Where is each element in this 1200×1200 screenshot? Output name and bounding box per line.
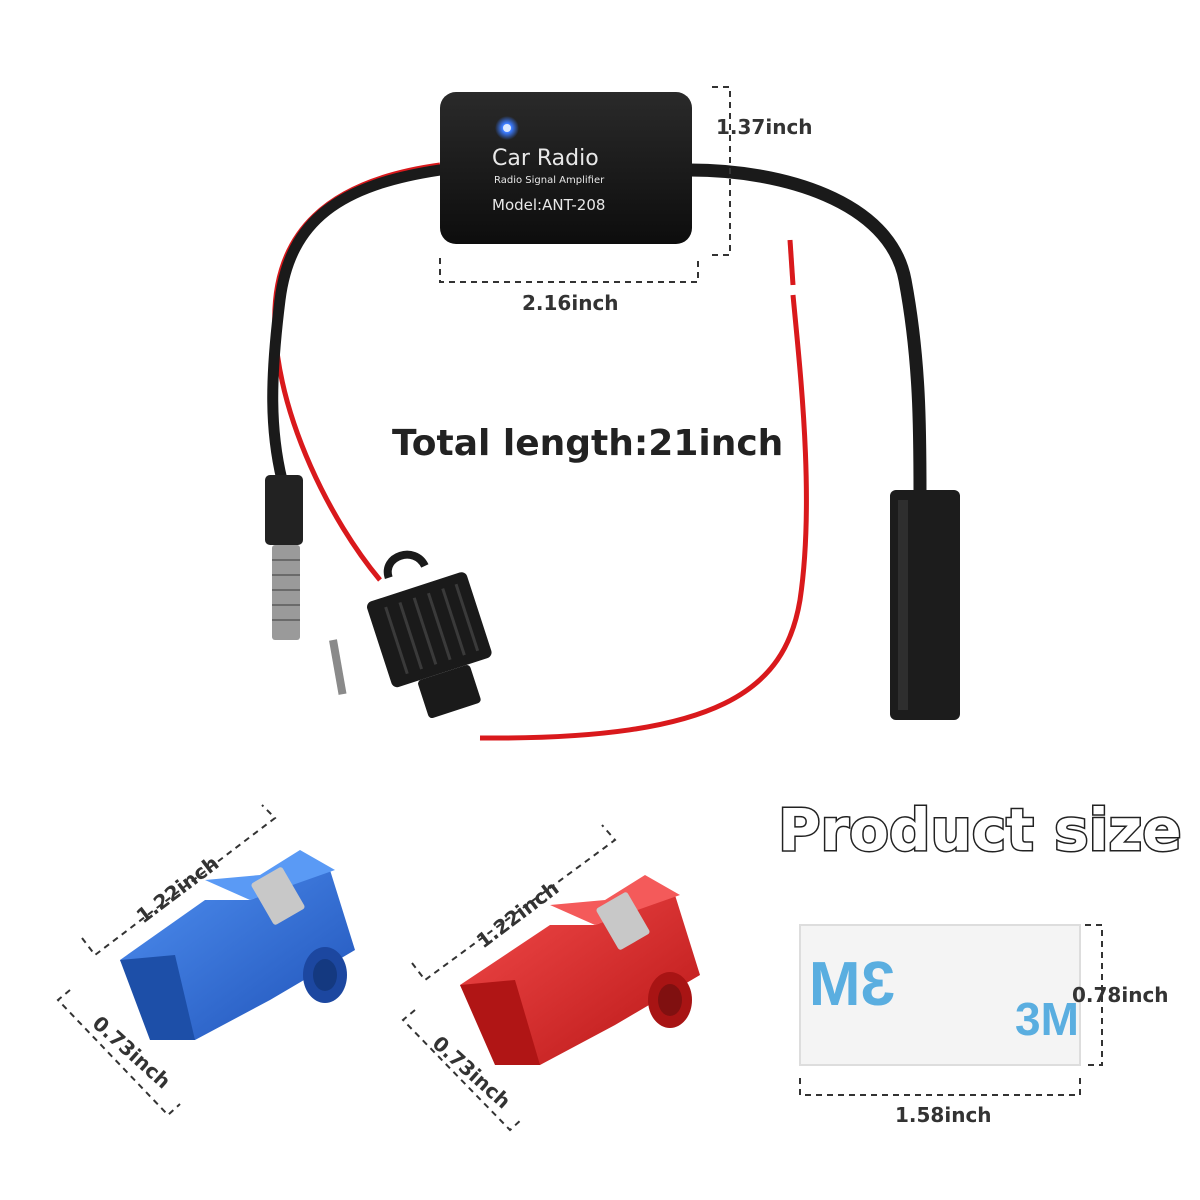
red-length-dimension <box>411 824 617 982</box>
amp-height-label: 1.37inch <box>716 115 813 139</box>
black-cable-left <box>267 164 446 486</box>
product-size-heading: Product size <box>778 796 1182 864</box>
red-width-dimension <box>401 1009 523 1132</box>
tape-height-dimension <box>1085 924 1103 1066</box>
adhesive-tape: 3M 3M <box>799 924 1081 1066</box>
amp-width-label: 2.16inch <box>522 291 619 315</box>
amp-width-dimension <box>439 258 699 283</box>
black-cable-right <box>683 163 927 502</box>
tape-width-dimension <box>799 1078 1081 1096</box>
amp-height-dimension <box>712 86 731 256</box>
tape-width-label: 1.58inch <box>895 1103 992 1127</box>
tape-print-partial: 3M <box>1015 993 1079 1045</box>
red-wire-right <box>787 239 796 286</box>
amp-brand-text: Car Radio <box>492 146 599 171</box>
antenna-plug-body <box>265 475 303 545</box>
fuse-holder <box>367 550 492 719</box>
total-length-label: Total length:21inch <box>392 423 783 464</box>
tape-height-label: 0.78inch <box>1072 983 1169 1007</box>
tape-print-mirrored: 3M <box>809 950 895 1019</box>
amp-model-text: Model:ANT-208 <box>492 196 605 214</box>
blue-length-dimension <box>81 804 277 957</box>
antenna-pin <box>329 639 347 695</box>
amp-subtitle-text: Radio Signal Amplifier <box>494 175 605 186</box>
blue-connector <box>120 850 355 1040</box>
red-connector <box>460 875 700 1065</box>
